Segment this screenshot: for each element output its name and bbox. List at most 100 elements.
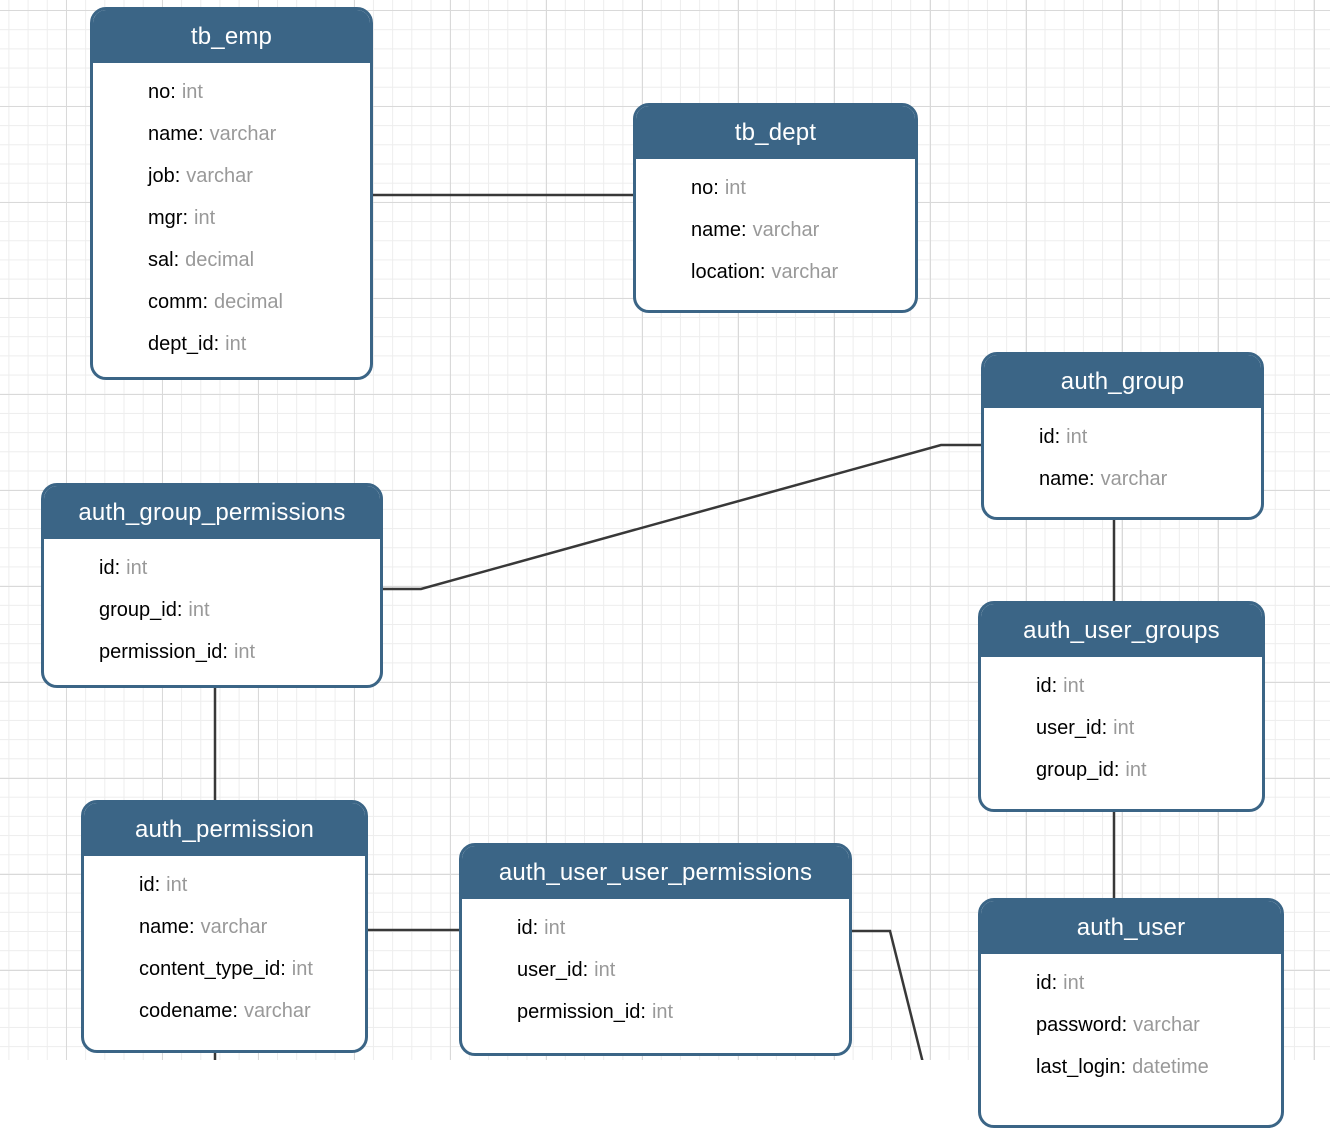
field-row: dept_id:int bbox=[93, 323, 370, 365]
field-row: user_id:int bbox=[462, 949, 849, 991]
field-type: varchar bbox=[243, 999, 311, 1022]
field-row: codename:varchar bbox=[84, 990, 365, 1032]
field-name: password: bbox=[1036, 1013, 1128, 1036]
field-name: location: bbox=[691, 260, 766, 283]
field-type: varchar bbox=[771, 260, 839, 283]
field-name: group_id: bbox=[99, 598, 183, 621]
field-name: user_id: bbox=[1036, 716, 1108, 739]
field-type: int bbox=[181, 80, 203, 103]
field-name: id: bbox=[1036, 674, 1058, 697]
field-name: id: bbox=[139, 873, 161, 896]
field-type: int bbox=[1063, 971, 1085, 994]
field-type: int bbox=[544, 916, 566, 939]
field-type: int bbox=[724, 176, 746, 199]
field-name: no: bbox=[691, 176, 719, 199]
field-name: id: bbox=[517, 916, 539, 939]
field-row: no:int bbox=[636, 167, 915, 209]
field-name: job: bbox=[148, 164, 181, 187]
field-type: varchar bbox=[186, 164, 253, 187]
field-type: varchar bbox=[1100, 467, 1168, 490]
field-row: name:varchar bbox=[93, 113, 370, 155]
field-type: int bbox=[225, 332, 247, 355]
field-row: id:int bbox=[44, 547, 380, 589]
field-row: name:varchar bbox=[636, 209, 915, 251]
table-header-auth_user_user_permissions[interactable]: auth_user_user_permissions bbox=[462, 846, 849, 899]
field-name: no: bbox=[148, 80, 176, 103]
field-type: int bbox=[1125, 758, 1147, 781]
field-row: location:varchar bbox=[636, 251, 915, 293]
field-type: int bbox=[166, 873, 188, 896]
field-type: datetime bbox=[1132, 1055, 1209, 1078]
table-header-auth_permission[interactable]: auth_permission bbox=[84, 803, 365, 856]
field-type: varchar bbox=[209, 122, 277, 145]
field-row: id:int bbox=[84, 864, 365, 906]
field-type: int bbox=[233, 640, 256, 663]
field-row: name:varchar bbox=[84, 906, 365, 948]
field-row: group_id:int bbox=[44, 589, 380, 631]
field-row: id:int bbox=[984, 416, 1261, 458]
field-row: sal:decimal bbox=[93, 239, 370, 281]
field-row: comm:decimal bbox=[93, 281, 370, 323]
field-row: id:int bbox=[981, 962, 1281, 1004]
field-name: name: bbox=[691, 218, 747, 241]
table-header-auth_group_permissions[interactable]: auth_group_permissions bbox=[44, 486, 380, 539]
field-type: int bbox=[194, 206, 216, 229]
field-name: content_type_id: bbox=[139, 957, 286, 980]
field-name: name: bbox=[1039, 467, 1095, 490]
field-name: id: bbox=[1039, 425, 1061, 448]
field-name: id: bbox=[1036, 971, 1058, 994]
field-row: content_type_id:int bbox=[84, 948, 365, 990]
field-row: group_id:int bbox=[981, 749, 1262, 791]
field-name: mgr: bbox=[148, 206, 188, 229]
table-header-auth_user[interactable]: auth_user bbox=[981, 901, 1281, 954]
table-auth_user[interactable]: auth_user id:int password:varchar last_log… bbox=[978, 898, 1284, 1128]
field-row: mgr: int bbox=[93, 197, 370, 239]
field-name: dept_id: bbox=[148, 332, 220, 355]
field-row: permission_id:int bbox=[44, 631, 380, 673]
field-name: name: bbox=[139, 915, 195, 938]
field-type: int bbox=[594, 958, 616, 981]
field-type: varchar bbox=[1133, 1013, 1200, 1036]
field-type: int bbox=[1066, 425, 1088, 448]
field-type: int bbox=[651, 1000, 674, 1023]
field-type: decimal bbox=[214, 290, 283, 313]
field-name: user_id: bbox=[517, 958, 589, 981]
field-row: no:int bbox=[93, 71, 370, 113]
table-header-auth_user_groups[interactable]: auth_user_groups bbox=[981, 604, 1262, 657]
relationship-auth_user_user_permissions-offscreen[interactable] bbox=[849, 929, 926, 1060]
field-row: last_login:datetime bbox=[981, 1046, 1281, 1088]
field-name: sal: bbox=[148, 248, 180, 271]
field-name: name: bbox=[148, 122, 204, 145]
field-row: user_id:int bbox=[981, 707, 1262, 749]
field-type: decimal bbox=[185, 248, 255, 271]
relationship-layer bbox=[213, 193, 1116, 1060]
table-header-tb_emp[interactable]: tb_emp bbox=[93, 10, 370, 63]
field-type: int bbox=[188, 598, 210, 621]
field-type: varchar bbox=[752, 218, 820, 241]
field-row: name:varchar bbox=[984, 458, 1261, 500]
relationship-auth_group_permissions-auth_group[interactable] bbox=[381, 443, 983, 591]
table-fields-auth_user: id:int password:varchar last_login:datetim… bbox=[981, 954, 1281, 1100]
field-name: group_id: bbox=[1036, 758, 1120, 781]
table-header-auth_group[interactable]: auth_group bbox=[984, 355, 1261, 408]
field-row: id:int bbox=[462, 907, 849, 949]
table-header-tb_dept[interactable]: tb_dept bbox=[636, 106, 915, 159]
field-row: job:varchar bbox=[93, 155, 370, 197]
field-row: id:int bbox=[981, 665, 1262, 707]
field-row: permission_id:int bbox=[462, 991, 849, 1033]
field-name: permission_id: bbox=[99, 640, 228, 663]
